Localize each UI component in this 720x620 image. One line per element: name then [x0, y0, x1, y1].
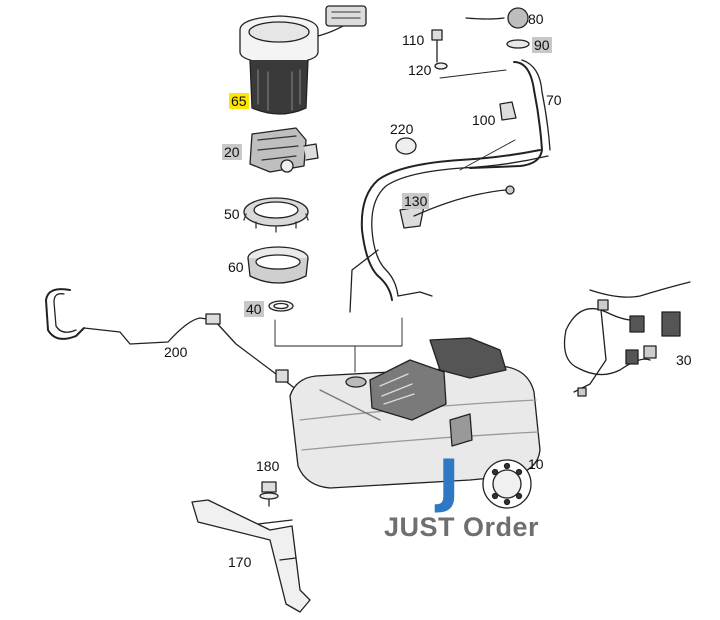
tank-pump-unit	[369, 337, 507, 447]
filler-neck	[469, 59, 551, 169]
callout-20: 20	[222, 144, 242, 160]
pump-ring	[482, 459, 532, 509]
bolt-180	[259, 481, 279, 507]
callout-10: 10	[528, 456, 544, 472]
callout-220: 220	[390, 121, 414, 137]
seal-ring	[247, 246, 309, 284]
filler-pipe-assembly	[349, 137, 549, 313]
fuel-pump-module	[239, 5, 367, 115]
callout-100: 100	[472, 112, 496, 128]
callout-leader-lines	[274, 69, 516, 373]
wiring-harness	[563, 281, 691, 397]
callout-70: 70	[546, 92, 562, 108]
screw-110	[431, 29, 448, 70]
pressure-regulator	[249, 127, 319, 173]
callout-40: 40	[244, 301, 264, 317]
callout-90: 90	[532, 37, 552, 53]
callout-130: 130	[402, 193, 430, 209]
support-bracket	[191, 499, 311, 613]
callout-180: 180	[256, 458, 280, 474]
brand-logo-letter: J	[438, 447, 460, 515]
o-ring	[268, 300, 294, 312]
callout-50: 50	[224, 206, 240, 222]
filler-cap	[465, 7, 530, 49]
callout-170: 170	[228, 554, 252, 570]
callout-30: 30	[676, 352, 692, 368]
callout-110: 110	[402, 32, 425, 48]
locking-ring	[243, 197, 309, 233]
brand-watermark: JUST Order	[384, 512, 540, 542]
callout-60: 60	[228, 259, 244, 275]
callout-65: 65	[229, 93, 249, 109]
callout-120: 120	[408, 62, 432, 78]
callout-80: 80	[528, 11, 544, 27]
callout-200: 200	[164, 344, 188, 360]
